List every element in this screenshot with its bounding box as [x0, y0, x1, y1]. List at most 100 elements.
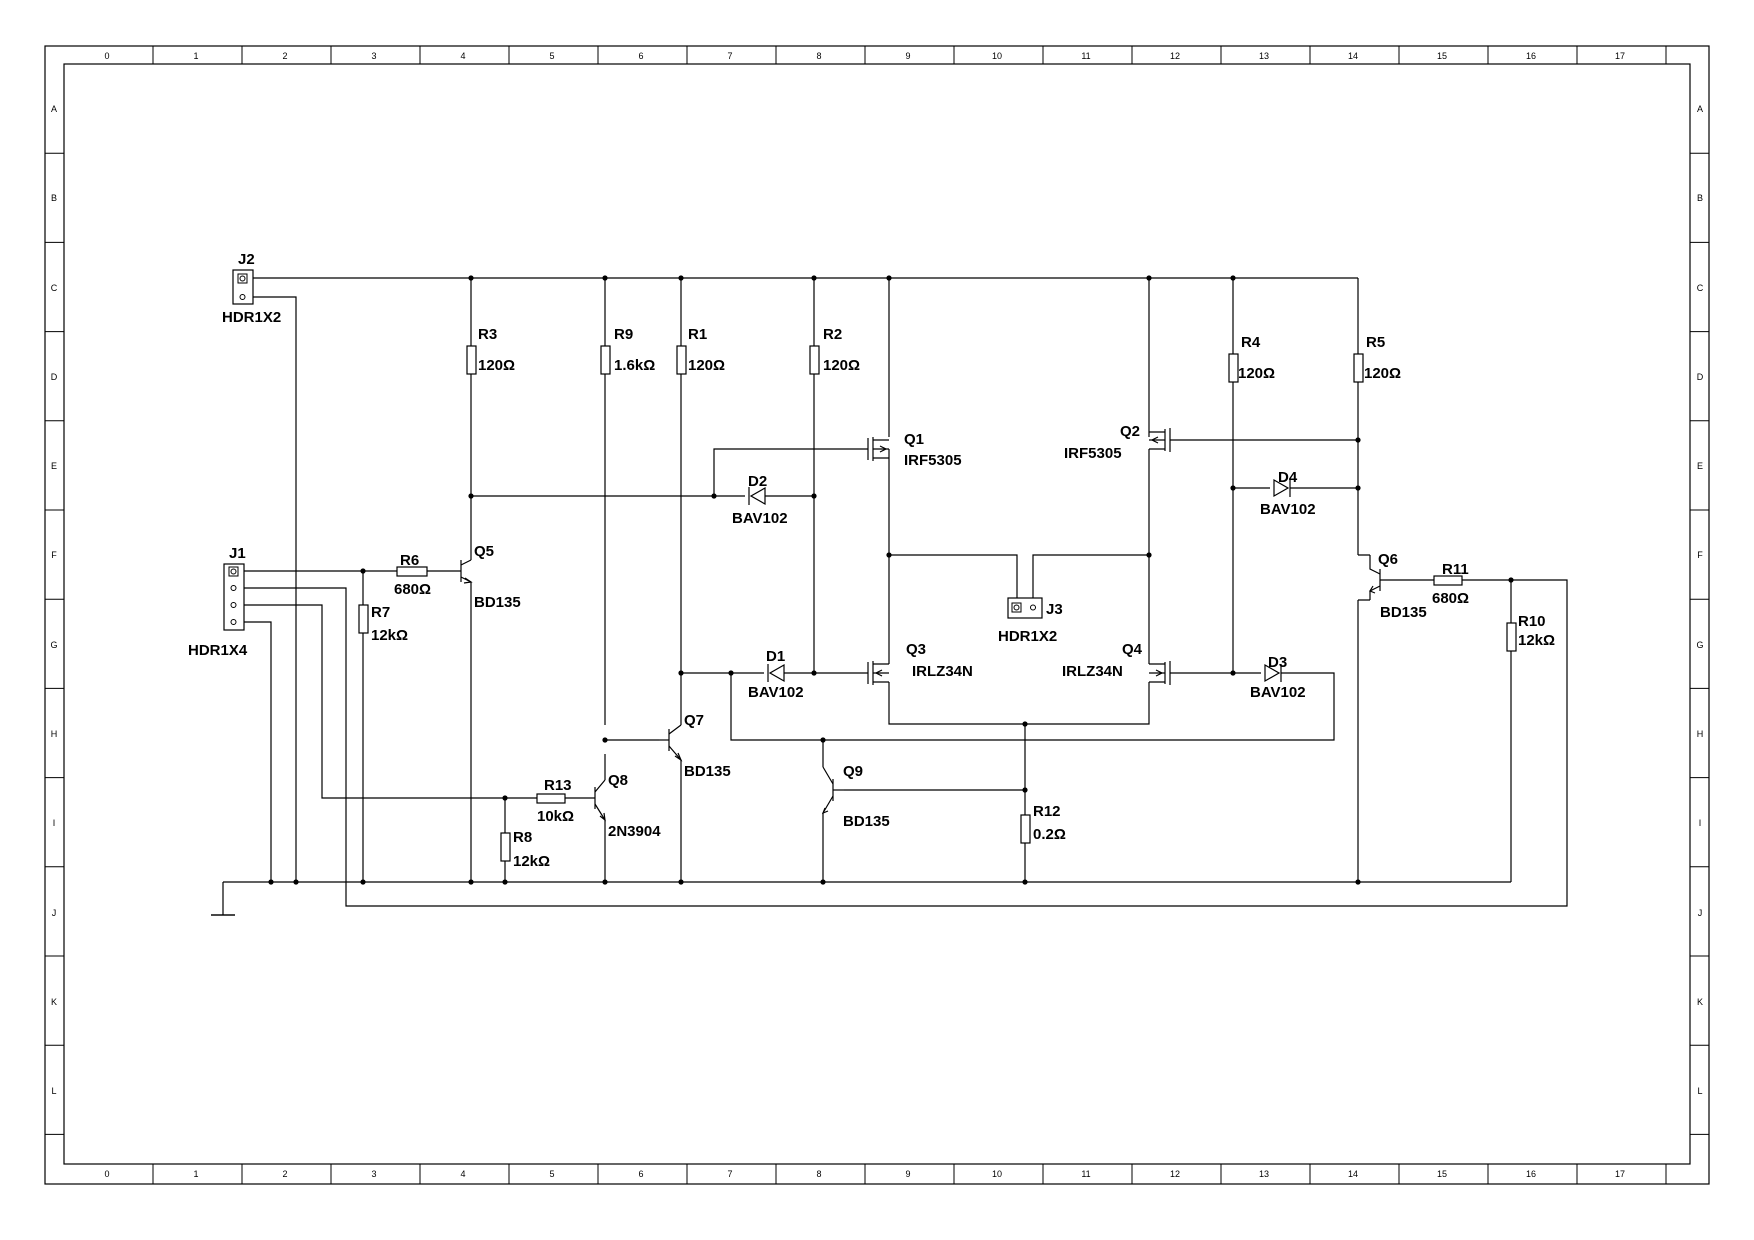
col-label: 12	[1170, 51, 1180, 61]
q1-value: IRF5305	[904, 452, 962, 469]
col-label: 6	[638, 51, 643, 61]
row-label: I	[53, 818, 56, 828]
bjt-q5: Q5 BD135	[460, 543, 521, 611]
resistor-r13: R13 10kΩ	[536, 777, 574, 825]
col-label: 2	[282, 51, 287, 61]
q4-value: IRLZ34N	[1062, 663, 1123, 680]
col-label: 13	[1259, 1169, 1269, 1179]
resistor-r4: R4 120Ω	[1228, 334, 1275, 383]
q8-ref: Q8	[608, 772, 628, 789]
r2-value: 120Ω	[823, 357, 860, 374]
row-label: L	[51, 1086, 56, 1096]
resistor-r1: R1 120Ω	[676, 326, 725, 375]
row-label: J	[52, 908, 57, 918]
q6-value: BD135	[1380, 604, 1427, 621]
r1-ref: R1	[688, 326, 707, 343]
r11-value: 680Ω	[1432, 590, 1469, 607]
row-label: H	[51, 729, 58, 739]
r1-value: 120Ω	[688, 357, 725, 374]
col-label: 10	[992, 51, 1002, 61]
d1-value: BAV102	[748, 684, 804, 701]
q3-value: IRLZ34N	[912, 663, 973, 680]
row-label: F	[51, 550, 57, 560]
col-label: 4	[460, 51, 465, 61]
column-labels-bottom: 0 1 2 3 4 5 6 7 8 9 10 11 12 13 14 15 16…	[104, 1169, 1625, 1179]
bjt-q9: Q9 BD135	[821, 763, 890, 830]
row-label: B	[1697, 193, 1703, 203]
col-label: 14	[1348, 1169, 1358, 1179]
connector-j2: J2 HDR1X2	[222, 251, 281, 326]
r9-ref: R9	[614, 326, 633, 343]
diode-d2: D2 BAV102	[732, 473, 788, 527]
r7-ref: R7	[371, 604, 390, 621]
r12-value: 0.2Ω	[1033, 826, 1066, 843]
col-label: 4	[460, 1169, 465, 1179]
r8-ref: R8	[513, 829, 532, 846]
row-labels-left: A B C D E F G H I J K L	[50, 104, 57, 1096]
resistor-r8: R8 12kΩ	[500, 829, 550, 870]
col-label: 17	[1615, 1169, 1625, 1179]
r13-ref: R13	[544, 777, 572, 794]
d2-ref: D2	[748, 473, 767, 490]
j2-value: HDR1X2	[222, 309, 281, 326]
row-label: E	[51, 461, 57, 471]
row-label: K	[51, 997, 57, 1007]
diode-d4: D4 BAV102	[1260, 469, 1316, 518]
bjt-q7: Q7 BD135	[659, 712, 731, 780]
col-label: 15	[1437, 51, 1447, 61]
q9-value: BD135	[843, 813, 890, 830]
row-label: I	[1699, 818, 1702, 828]
r9-value: 1.6kΩ	[614, 357, 655, 374]
resistor-r3: R3 120Ω	[466, 326, 515, 375]
col-label: 3	[371, 51, 376, 61]
resistor-r7: R7 12kΩ	[358, 604, 408, 644]
col-label: 17	[1615, 51, 1625, 61]
r13-value: 10kΩ	[537, 808, 574, 825]
row-label: E	[1697, 461, 1703, 471]
connector-j1: J1 HDR1X4	[188, 545, 248, 659]
d4-ref: D4	[1278, 469, 1298, 486]
row-label: D	[51, 372, 58, 382]
mosfet-q2: Q2 IRF5305	[1064, 423, 1171, 472]
j1-ref: J1	[229, 545, 246, 562]
row-label: D	[1697, 372, 1704, 382]
col-label: 16	[1526, 51, 1536, 61]
wires	[211, 277, 1568, 916]
q9-ref: Q9	[843, 763, 863, 780]
row-label: J	[1698, 908, 1703, 918]
col-label: 9	[905, 1169, 910, 1179]
row-label: L	[1697, 1086, 1702, 1096]
col-label: 1	[193, 1169, 198, 1179]
q5-ref: Q5	[474, 543, 494, 560]
col-label: 7	[727, 1169, 732, 1179]
resistor-r9: R9 1.6kΩ	[600, 326, 655, 375]
col-label: 14	[1348, 51, 1358, 61]
diode-d3: D3 BAV102	[1250, 654, 1306, 701]
r12-ref: R12	[1033, 803, 1061, 820]
d1-ref: D1	[766, 648, 785, 665]
r3-ref: R3	[478, 326, 497, 343]
q7-ref: Q7	[684, 712, 704, 729]
r4-value: 120Ω	[1238, 365, 1275, 382]
row-label: G	[50, 640, 57, 650]
col-label: 0	[104, 51, 109, 61]
row-label: C	[51, 283, 58, 293]
r5-value: 120Ω	[1364, 365, 1401, 382]
col-label: 15	[1437, 1169, 1447, 1179]
col-label: 11	[1081, 1169, 1090, 1179]
col-label: 5	[549, 1169, 554, 1179]
r6-ref: R6	[400, 552, 419, 569]
connector-j3: J3 HDR1X2	[998, 597, 1063, 645]
col-label: 16	[1526, 1169, 1536, 1179]
mosfet-q1: Q1 IRF5305	[867, 431, 962, 472]
row-label: A	[51, 104, 57, 114]
col-label: 6	[638, 1169, 643, 1179]
r3-value: 120Ω	[478, 357, 515, 374]
r7-value: 12kΩ	[371, 627, 408, 644]
col-label: 5	[549, 51, 554, 61]
col-label: 10	[992, 1169, 1002, 1179]
d3-ref: D3	[1268, 654, 1287, 671]
diode-d1: D1 BAV102	[748, 648, 804, 701]
resistor-r10: R10 12kΩ	[1506, 613, 1555, 652]
